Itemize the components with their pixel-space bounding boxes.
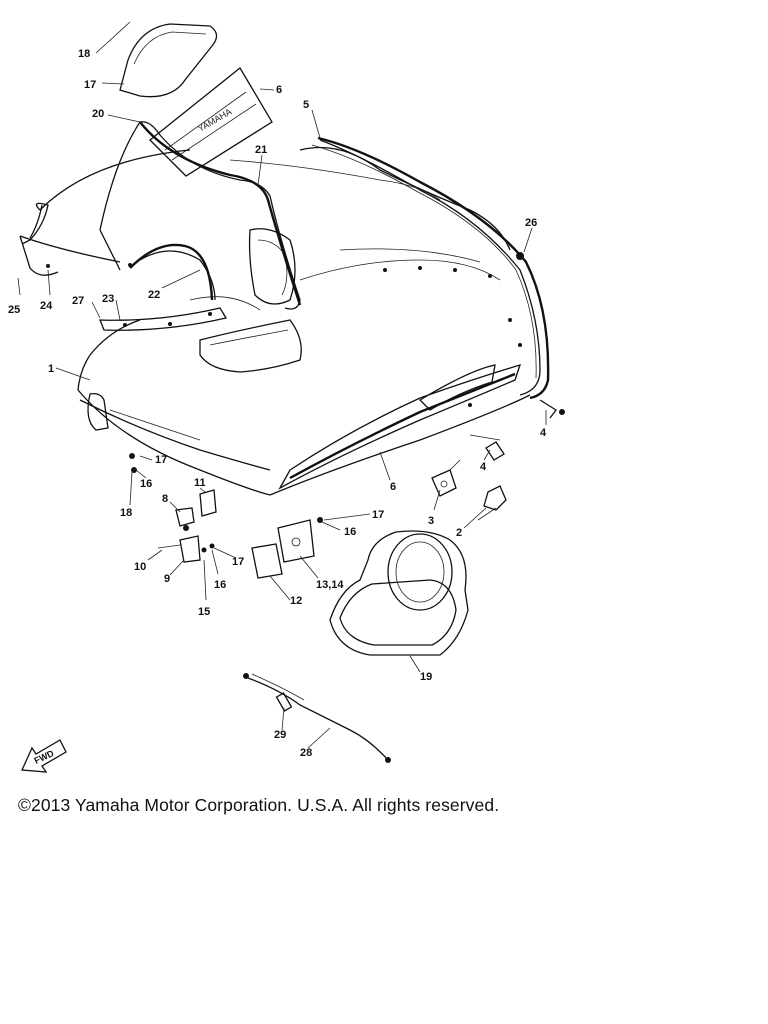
part-label-17-top: 17 [155,454,167,466]
part-label-25: 24 [40,300,53,312]
part-label-18-bottom: 18 [120,507,132,519]
part-label-16-mid: 16 [214,579,226,591]
part-label-15: 15 [198,606,210,618]
part-labels: 18 17 6 5 20 21 26 22 23 27 24 25 1 4 4 … [8,48,547,759]
part-label-16-top: 16 [140,478,152,490]
parts-diagram: YAMAHA [8,21,565,773]
windshield-trim [99,243,228,331]
copyright-notice: ©2013 Yamaha Motor Corporation. U.S.A. A… [18,795,500,815]
part-label-4-left: 4 [480,461,487,473]
part-label-11: 11 [194,477,206,489]
leader-lines [17,21,547,749]
part-label-9: 9 [164,573,170,585]
part-label-20: 19 [420,671,432,683]
fwd-arrow-icon: FWD [21,739,67,773]
lower-grille-assembly [329,530,469,656]
small-hardware [87,392,323,579]
part-label-17-right: 17 [372,509,384,521]
part-label-6: 6 [390,481,396,493]
diagram-canvas: YAMAHA [8,21,565,773]
part-label-7: 6 [276,84,282,96]
part-label-29: 29 [274,729,286,741]
part-label-19: 18 [78,48,90,60]
decal-brand-text: YAMAHA [196,106,233,133]
hood-body: YAMAHA [19,136,550,496]
part-label-4-right: 4 [540,427,547,439]
part-label-22: 21 [255,144,267,156]
latch-brackets [431,252,565,521]
part-label-26: 25 [8,304,20,316]
part-label-23: 22 [148,289,160,301]
part-label-28-upper: 27 [72,295,84,307]
part-label-13-14: 13,14 [316,579,344,591]
top-vent-grille [119,23,218,98]
part-label-27: 26 [525,217,537,229]
windshield [99,121,302,310]
part-label-16-right: 16 [344,526,356,538]
side-screen [21,202,132,268]
part-label-2: 2 [456,527,462,539]
part-label-12: 12 [290,595,302,607]
part-label-10: 10 [134,561,146,573]
control-cable [243,673,391,763]
part-label-3: 3 [428,515,434,527]
part-label-21: 20 [92,108,104,120]
part-label-1: 1 [48,363,54,375]
part-label-5: 5 [303,99,309,111]
part-label-18-top: 17 [84,79,96,91]
part-label-8: 8 [162,493,168,505]
part-label-17-mid: 17 [232,556,244,568]
decal-panel: YAMAHA [149,67,273,177]
part-label-28-lower: 28 [300,747,312,759]
part-label-24: 23 [102,293,114,305]
fwd-label: FWD [33,748,56,766]
